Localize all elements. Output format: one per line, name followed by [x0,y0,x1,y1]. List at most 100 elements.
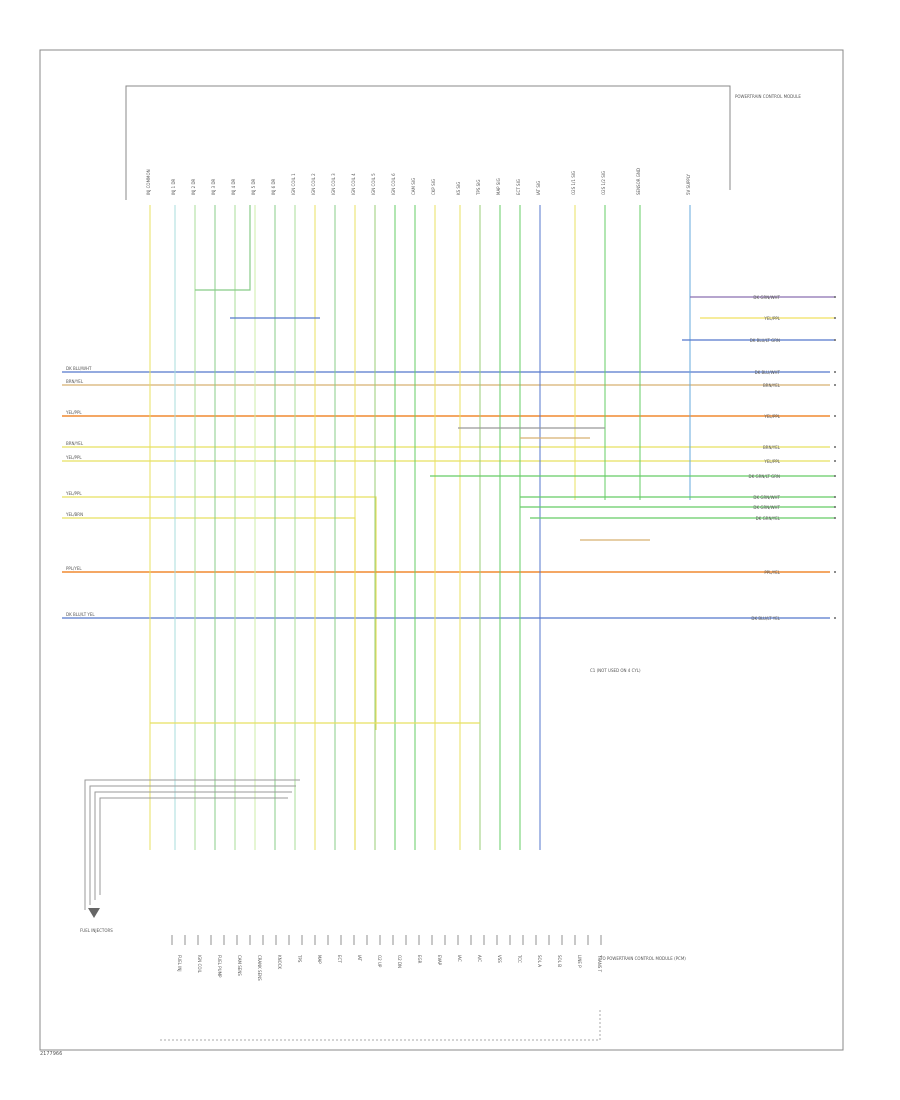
right-wire-labels: DK GRN/WHT YEL/PPL DK BLU/LT GRN DK BLU/WHT… [749,295,836,621]
upper-pin-label: O2S 1/2 SIG [601,171,606,195]
upper-pin-label: SENSOR GND [636,168,641,195]
ground-line [160,1010,601,1041]
lower-pin-label: O2 DN [397,955,402,968]
upper-pin-label: IGN COIL 2 [311,173,316,195]
wire-terminal-dot [834,571,836,573]
wire-terminal-dot [834,617,836,619]
left-wire-label: BRN/YEL [66,379,84,384]
upper-pin-label: ECT SIG [516,179,521,195]
left-wire-label: YEL/PPL [65,455,82,460]
upper-pin-label: INJ 5 DR [251,178,256,195]
wire-terminal-dot [834,460,836,462]
right-wire-label: DK GRN/WHT [753,495,780,500]
upper-pin-label: IGN COIL 3 [331,173,336,195]
left-wire-labels: DK BLU/WHT BRN/YEL YEL/PPL BRN/YEL YEL/PPL YE… [65,366,95,617]
lower-pin-label: TPS [297,954,302,963]
connector-note: C1 (NOT USED ON 4 CYL) [590,668,641,673]
upper-pin-label: IGN COIL 6 [391,173,396,195]
upper-pin-label: IGN COIL 1 [291,173,296,195]
right-wire-label: DK GRN/YEL [756,516,781,521]
right-wire-label: PPL/YEL [764,570,780,575]
right-wire-label: YEL/PPL [763,414,780,419]
upper-pin-label: 5V SUPPLY [686,173,691,195]
upper-pin-label: O2S 1/1 SIG [571,171,576,195]
lower-pin-label: SOL A [537,955,542,967]
wire [62,496,377,730]
lower-pin-label: SOL B [557,955,562,967]
lower-pin-label: O2 UP [377,955,382,968]
right-wire-label: DK BLU/LT YEL [751,616,780,621]
upper-pin-label: INJ 1 DR [171,178,176,195]
upper-pin-label: KS SIG [456,182,461,195]
right-wire-label: BRN/YEL [763,445,781,450]
upper-pin-label: INJ 6 DR [271,178,276,195]
wire-terminal-dot [834,506,836,508]
lower-pin-label: IAC [457,955,462,962]
upper-pin-label: CAM SIG [411,178,416,195]
right-wire-label: DK BLU/LT GRN [750,338,780,343]
left-wire-label: YEL/PPL [65,491,82,496]
upper-pin-label: IGN COIL 4 [351,173,356,195]
lower-pin-label: IAT [357,955,362,962]
upper-pin-label: IAT SIG [536,181,541,195]
wire-terminal-dot [834,339,836,341]
right-wire-label: DK GRN/WHT [753,295,780,300]
right-wire-label: DK BLU/WHT [755,370,781,375]
left-wire-label: DK BLU/WHT [66,366,92,371]
diagram-frame [39,49,844,1051]
lower-pin-label: FUEL PUMP [217,955,222,978]
right-wire-label: DK GRN/WHT [753,505,780,510]
connector-block: FUEL INJECTORS C1 (NOT USED ON 4 CYL) TO… [80,668,686,1041]
wire-terminal-dot [834,475,836,477]
lower-pin-label: ECT [337,955,342,963]
lower-pin-labels: FUEL INJ IGN COIL FUEL PUMP CAM SENS CRANK S… [177,954,602,981]
lower-pin-label: CRANK SENS [257,955,262,981]
lower-pin-label: VSS [497,955,502,963]
left-wire-label: DK BLU/LT YEL [66,612,95,617]
right-wire-label: BRN/YEL [763,383,781,388]
upper-pin-label: MAP SIG [496,178,501,195]
pcm-bracket [125,85,731,200]
wire [62,517,356,850]
left-wire-label: YEL/BRN [65,512,83,517]
diagram-id: 2177966 [40,1051,62,1057]
lower-pin-label: TCC [517,954,522,963]
wire-terminal-dot [834,496,836,498]
wire-terminal-dot [834,384,836,386]
fuel-injector-harness [84,779,300,910]
right-wire-label: DK GRN/LT GRN [749,474,780,479]
lower-pin-label: MAP [317,955,322,964]
wire-terminal-dot [834,296,836,298]
harness-arrow-icon [88,908,100,918]
upper-pin-label: IGN COIL 5 [371,173,376,195]
upper-pin-label: INJ COMMON [146,169,151,195]
wire [195,205,251,291]
lower-pin-label: IGN COIL [197,955,202,974]
pcm-title: POWERTRAIN CONTROL MODULE [735,94,801,99]
wire-group [62,205,835,945]
wire-terminal-dot [834,371,836,373]
upper-pin-label: TPS SIG [476,180,481,196]
right-wire-label: YEL/PPL [763,316,780,321]
left-wire-label: BRN/YEL [66,441,84,446]
upper-pin-label: INJ 3 DR [211,178,216,195]
upper-pin-label: INJ 4 DR [231,178,236,195]
wire-terminal-dot [834,317,836,319]
wire-terminal-dot [834,446,836,448]
upper-pin-labels: INJ COMMON INJ 1 DR INJ 2 DR INJ 3 DR INJ 4 … [146,168,691,196]
left-wire-label: PPL/YEL [66,566,82,571]
lower-pin-label: KNOCK [277,955,282,970]
lower-pin-label: EGR [417,955,422,964]
bottom-note: TO POWERTRAIN CONTROL MODULE (PCM) [599,956,686,961]
wire-terminal-dot [834,415,836,417]
lower-pin-label: FUEL INJ [177,955,182,972]
lower-pin-label: TRANS T [597,954,602,973]
lower-pin-label: CAM SENS [237,955,242,976]
lower-pin-label: LINE P [577,955,582,968]
wire-terminal-dot [834,517,836,519]
lower-pin-label: EVAP [437,955,442,966]
right-wire-label: YEL/PPL [763,459,780,464]
fuel-injector-label: FUEL INJECTORS [80,928,113,933]
upper-pin-label: INJ 2 DR [191,178,196,195]
